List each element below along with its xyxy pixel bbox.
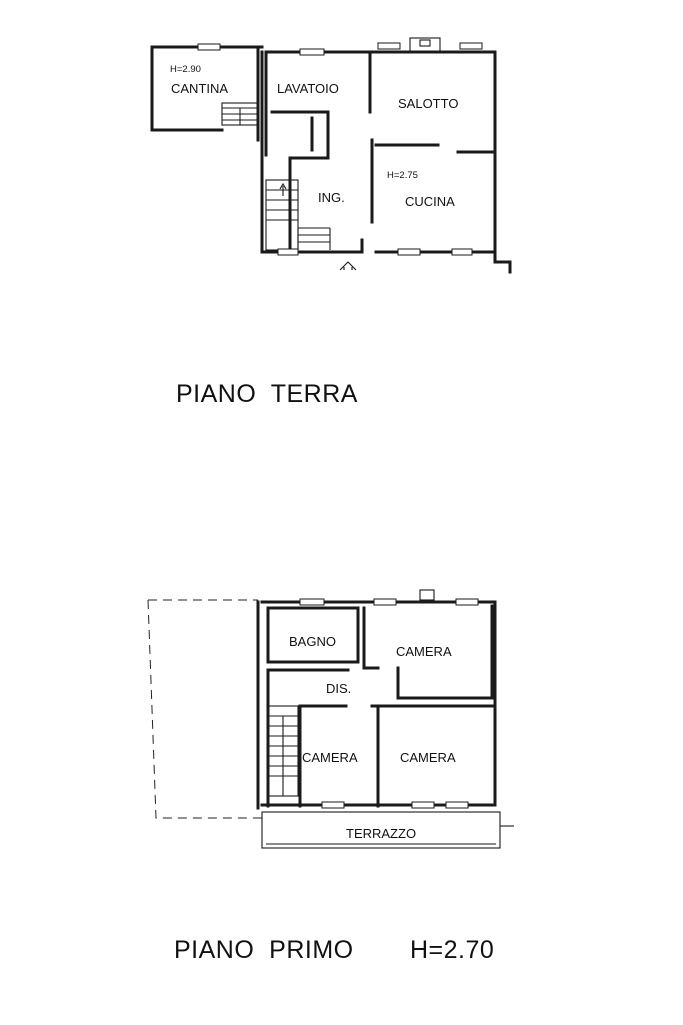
extension-outline-dashed: [147, 599, 262, 819]
first-floor-plan: BAGNO CAMERA DIS. CAMERA CAMERA TERRAZZO: [147, 589, 514, 849]
ingresso-stair: [265, 179, 331, 251]
ground-floor-windows: [197, 37, 483, 256]
ground-floor-title: PIANO TERRA: [176, 380, 358, 408]
ground-floor-partitions: [256, 45, 497, 254]
terrazzo-balcony: [261, 811, 514, 849]
cantina-stair: [221, 102, 259, 126]
cucina-height-label: H=2.75: [387, 170, 418, 181]
first-floor-title: PIANO PRIMO: [174, 936, 354, 964]
first-floor-windows: [299, 589, 479, 809]
ground-floor-plan: H=2.90 CANTINA LAVATOIO SALOTTO H=2.75 I…: [150, 37, 512, 274]
terrazzo-label: TERRAZZO: [346, 826, 416, 841]
camera-sw-room-label: CAMERA: [302, 750, 358, 765]
cantina-height-label: H=2.90: [170, 64, 201, 75]
cantina-room-label: CANTINA: [171, 81, 228, 96]
cucina-room-label: CUCINA: [405, 194, 455, 209]
disimpegno-room-label: DIS.: [326, 681, 351, 696]
first-floor-stair: [267, 705, 299, 797]
camera-ne-room-label: CAMERA: [396, 644, 452, 659]
lavatoio-room-label: LAVATOIO: [277, 81, 339, 96]
salotto-room-label: SALOTTO: [398, 96, 458, 111]
first-floor-height-label: H=2.70: [410, 936, 494, 964]
entrance-arrow-icon: [339, 261, 357, 271]
ingresso-room-label: ING.: [318, 190, 345, 205]
bagno-room-label: BAGNO: [289, 634, 336, 649]
camera-se-room-label: CAMERA: [400, 750, 456, 765]
